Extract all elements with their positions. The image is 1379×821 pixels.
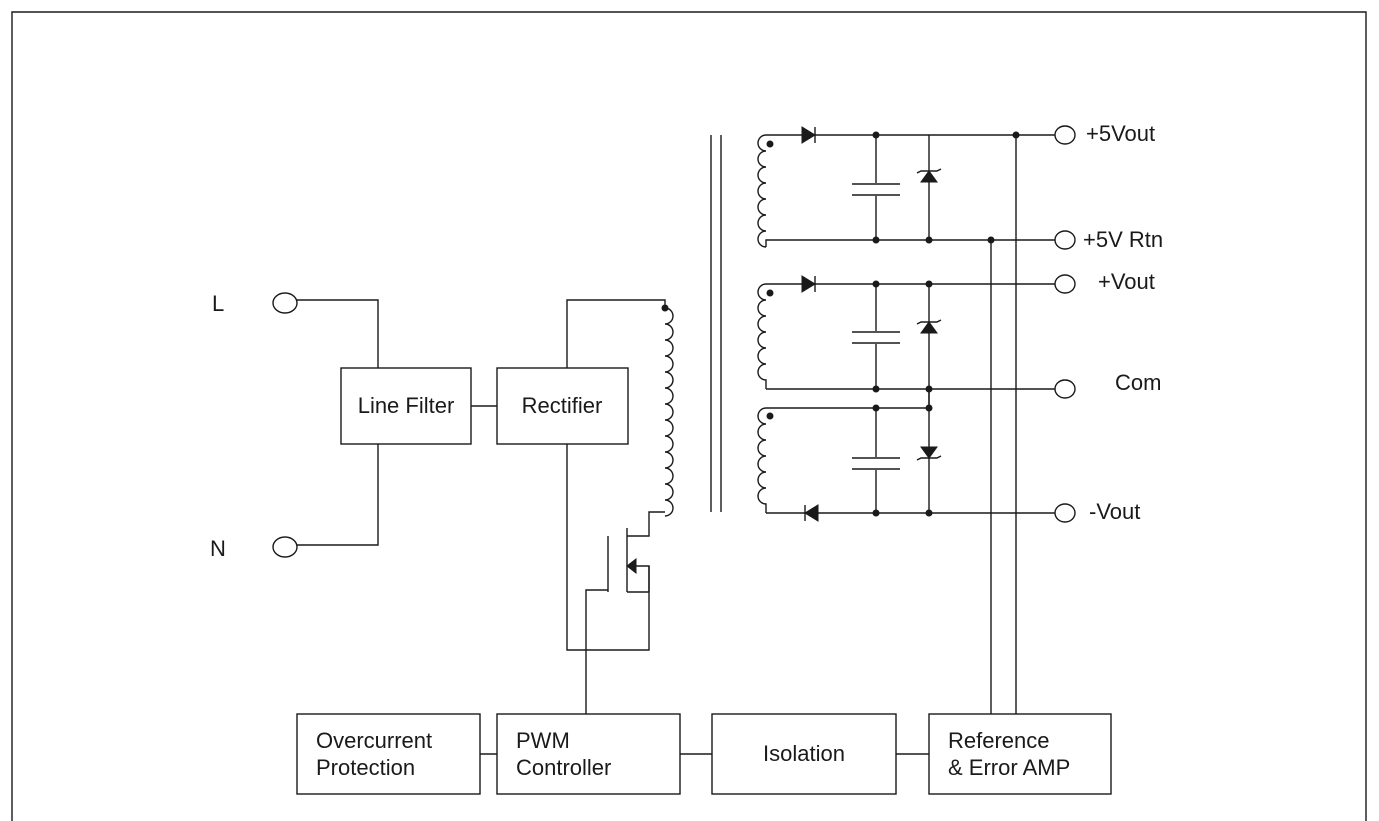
label-plus5-out: +5Vout [1086, 121, 1155, 146]
label-plus-out: +Vout [1098, 269, 1155, 294]
pwm-label-2: Controller [516, 755, 611, 780]
diagram-frame [11, 11, 1367, 821]
terminal-plus5-rtn [1054, 230, 1076, 250]
label-common: Com [1115, 370, 1161, 395]
wire-l-to-filter [297, 299, 379, 368]
wire-rectifier-return [566, 444, 650, 651]
rectifier-diode-2-icon [801, 275, 816, 293]
terminal-plus5-out [1054, 125, 1076, 145]
terminal-label-l: L [212, 291, 224, 316]
wire-rectifier-to-primary [566, 299, 666, 368]
wire-n-to-filter [297, 444, 379, 546]
zener-diode-2-icon [920, 321, 938, 334]
rectifier-diode-3-icon [804, 504, 819, 522]
reference-label-2: & Error AMP [948, 755, 1070, 780]
reference-label-1: Reference [948, 728, 1050, 753]
terminal-l [272, 292, 298, 314]
rectifier-label: Rectifier [522, 393, 603, 418]
rectifier-diode-1-icon [801, 126, 816, 144]
mosfet-arrow-icon [626, 557, 637, 575]
terminal-plus-out [1054, 274, 1076, 294]
terminal-label-n: N [210, 536, 226, 561]
terminal-minus-out [1054, 503, 1076, 523]
terminal-common [1054, 379, 1076, 399]
zener-diode-1-icon [920, 170, 938, 183]
rectifier-block [496, 367, 629, 445]
secondary1-winding [757, 134, 774, 248]
pwm-label-1: PWM [516, 728, 570, 753]
wire-primary-to-drain [627, 511, 665, 537]
wire-sec1-bottom [765, 239, 1055, 247]
secondary3-winding [757, 407, 774, 513]
overcurrent-protection-block [296, 713, 481, 795]
secondary1-polarity-dot [766, 140, 774, 148]
label-plus5-rtn: +5V Rtn [1083, 227, 1163, 252]
wire-gate-to-pwm [585, 589, 608, 714]
reference-error-amp-block [928, 713, 1112, 795]
label-minus-out: -Vout [1089, 499, 1140, 524]
secondary2-polarity-dot [766, 289, 774, 297]
line-filter-label: Line Filter [358, 393, 455, 418]
zener-diode-3-icon [920, 446, 938, 459]
secondary3-polarity-dot [766, 412, 774, 420]
overcurrent-label-1: Overcurrent [316, 728, 432, 753]
overcurrent-label-2: Protection [316, 755, 415, 780]
secondary2-winding [757, 283, 774, 389]
isolation-block [711, 713, 897, 795]
terminal-n [272, 536, 298, 558]
isolation-label: Isolation [763, 741, 845, 766]
line-filter-block [340, 367, 472, 445]
mosfet-switch [585, 528, 650, 714]
pwm-controller-block [496, 713, 681, 795]
primary-winding [664, 307, 674, 517]
